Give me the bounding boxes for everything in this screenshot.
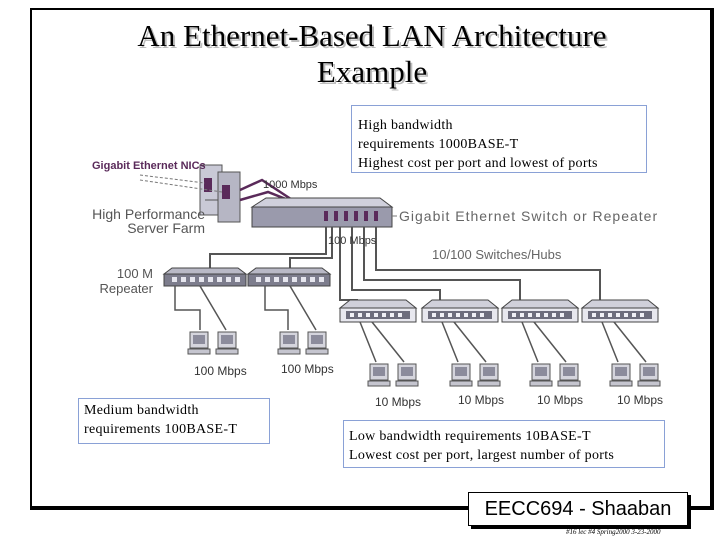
switches-hubs-label: 10/100 Switches/Hubs [432,247,562,262]
pc-icon [277,331,301,355]
speed-label-10: 10 Mbps [537,393,583,407]
switch-10-100-2 [421,299,499,323]
callout-low-bandwidth: Low bandwidth requirements 10BASE-T Lowe… [343,420,665,468]
title-line-1: An Ethernet-Based LAN Architecture [137,18,607,53]
pc-icon [187,331,211,355]
repeater-hub-2 [247,267,331,287]
callout-line: requirements 1000BASE-T [358,137,519,152]
link-1000-label: 1000 Mbps [263,179,318,191]
nic-pointer-lines [139,174,223,193]
callout-line: High bandwidth [358,118,453,133]
pc-icon [557,363,581,387]
pc-icon [367,363,391,387]
switch-10-100-3 [501,299,579,323]
pc-icon [305,331,329,355]
pc-icon [529,363,553,387]
slide-frame [30,8,714,510]
repeater-label-1: 100 M [117,266,153,281]
speed-label-10: 10 Mbps [375,395,421,409]
speed-label-100-left: 100 Mbps [194,364,247,378]
pc-icon [395,363,419,387]
switch-10-100-4 [581,299,659,323]
speed-label-100-right: 100 Mbps [281,362,334,376]
speed-label-10: 10 Mbps [617,393,663,407]
gigabit-switch-label: Gigabit Ethernet Switch or Repeater [399,208,658,224]
pc-icon [477,363,501,387]
nics-label: Gigabit Ethernet NICs [92,160,206,172]
title-line-2: Example [316,54,428,89]
course-brand-box: EECC694 - Shaaban [468,492,688,526]
pc-icon [637,363,661,387]
pc-icon [449,363,473,387]
link-100-label: 100 Mbps [328,235,377,247]
callout-line: Medium bandwidth [84,403,199,418]
repeater-pc-links [174,285,317,331]
pc-icon [215,331,239,355]
switch-10-100-1 [339,299,417,323]
pc-icon [609,363,633,387]
callout-line: Highest cost per port and lowest of port… [358,156,598,171]
slide-footer: #16 lec #4 Spring2000 3-23-2000 [566,528,661,536]
callout-line: requirements 100BASE-T [84,422,238,437]
callout-medium-bandwidth: Medium bandwidth requirements 100BASE-T [78,398,270,444]
callout-high-bandwidth: High bandwidth requirements 1000BASE-T H… [351,105,647,173]
repeater-label-2: Repeater [100,281,154,296]
speed-label-10: 10 Mbps [458,393,504,407]
slide-title: An Ethernet-Based LAN Architecture Examp… [30,18,714,90]
switch-pc-links [359,321,647,363]
repeater-hub-1 [163,267,247,287]
server-farm-label-1: High Performance [92,206,205,222]
server-farm-label-2: Server Farm [127,220,205,236]
links-100mbps [209,227,601,301]
server-farm-icon [199,164,241,223]
callout-line: Lowest cost per port, largest number of … [349,448,615,463]
gigabit-switch-icon [250,197,394,228]
callout-line: Low bandwidth requirements 10BASE-T [349,429,591,444]
